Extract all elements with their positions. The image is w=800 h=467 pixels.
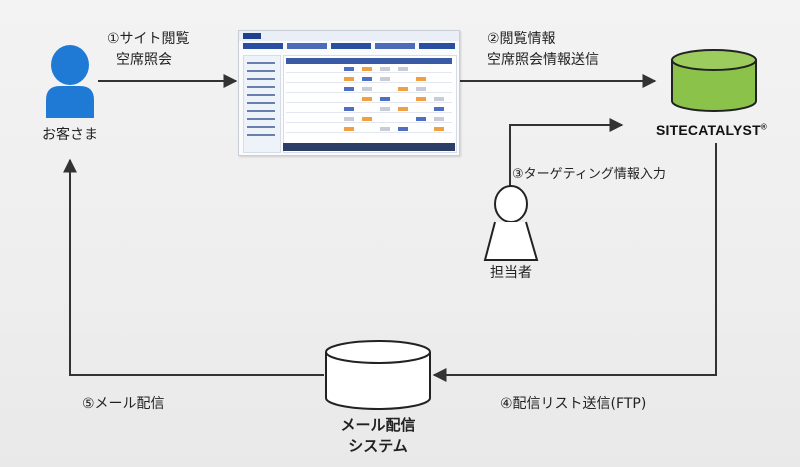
sitecatalyst-brand-text: SITECATALYST [656,122,761,138]
sitecatalyst-trademark: ® [760,122,767,132]
sitecatalyst-database-icon [671,49,757,112]
step1-label-line1: ①サイト閲覧 [107,31,190,47]
website-screenshot [238,30,460,156]
arrow-step4 [432,143,717,382]
mail-system-label-line1: メール配信 [340,416,416,434]
step3-label: ③ターゲティング情報入力 [512,167,666,182]
customer-person-icon [46,45,94,118]
arrow-step5 [63,158,324,376]
sitecatalyst-label: SITECATALYST® [656,122,767,138]
arrow-step3 [509,118,624,186]
customer-label: お客さま [42,127,98,143]
step5-label: ⑤メール配信 [82,396,165,412]
mail-system-label-line2: システム [348,437,408,455]
step4-label: ④配信リスト送信(FTP) [500,396,647,412]
operator-person-outline-icon [483,185,539,261]
operator-label: 担当者 [490,265,532,281]
step2-label-line2: 空席照会情報送信 [487,52,599,68]
mail-system-database-icon [325,340,431,410]
step1-label-line2: 空席照会 [116,52,172,68]
step2-label-line1: ②閲覧情報 [487,31,556,47]
